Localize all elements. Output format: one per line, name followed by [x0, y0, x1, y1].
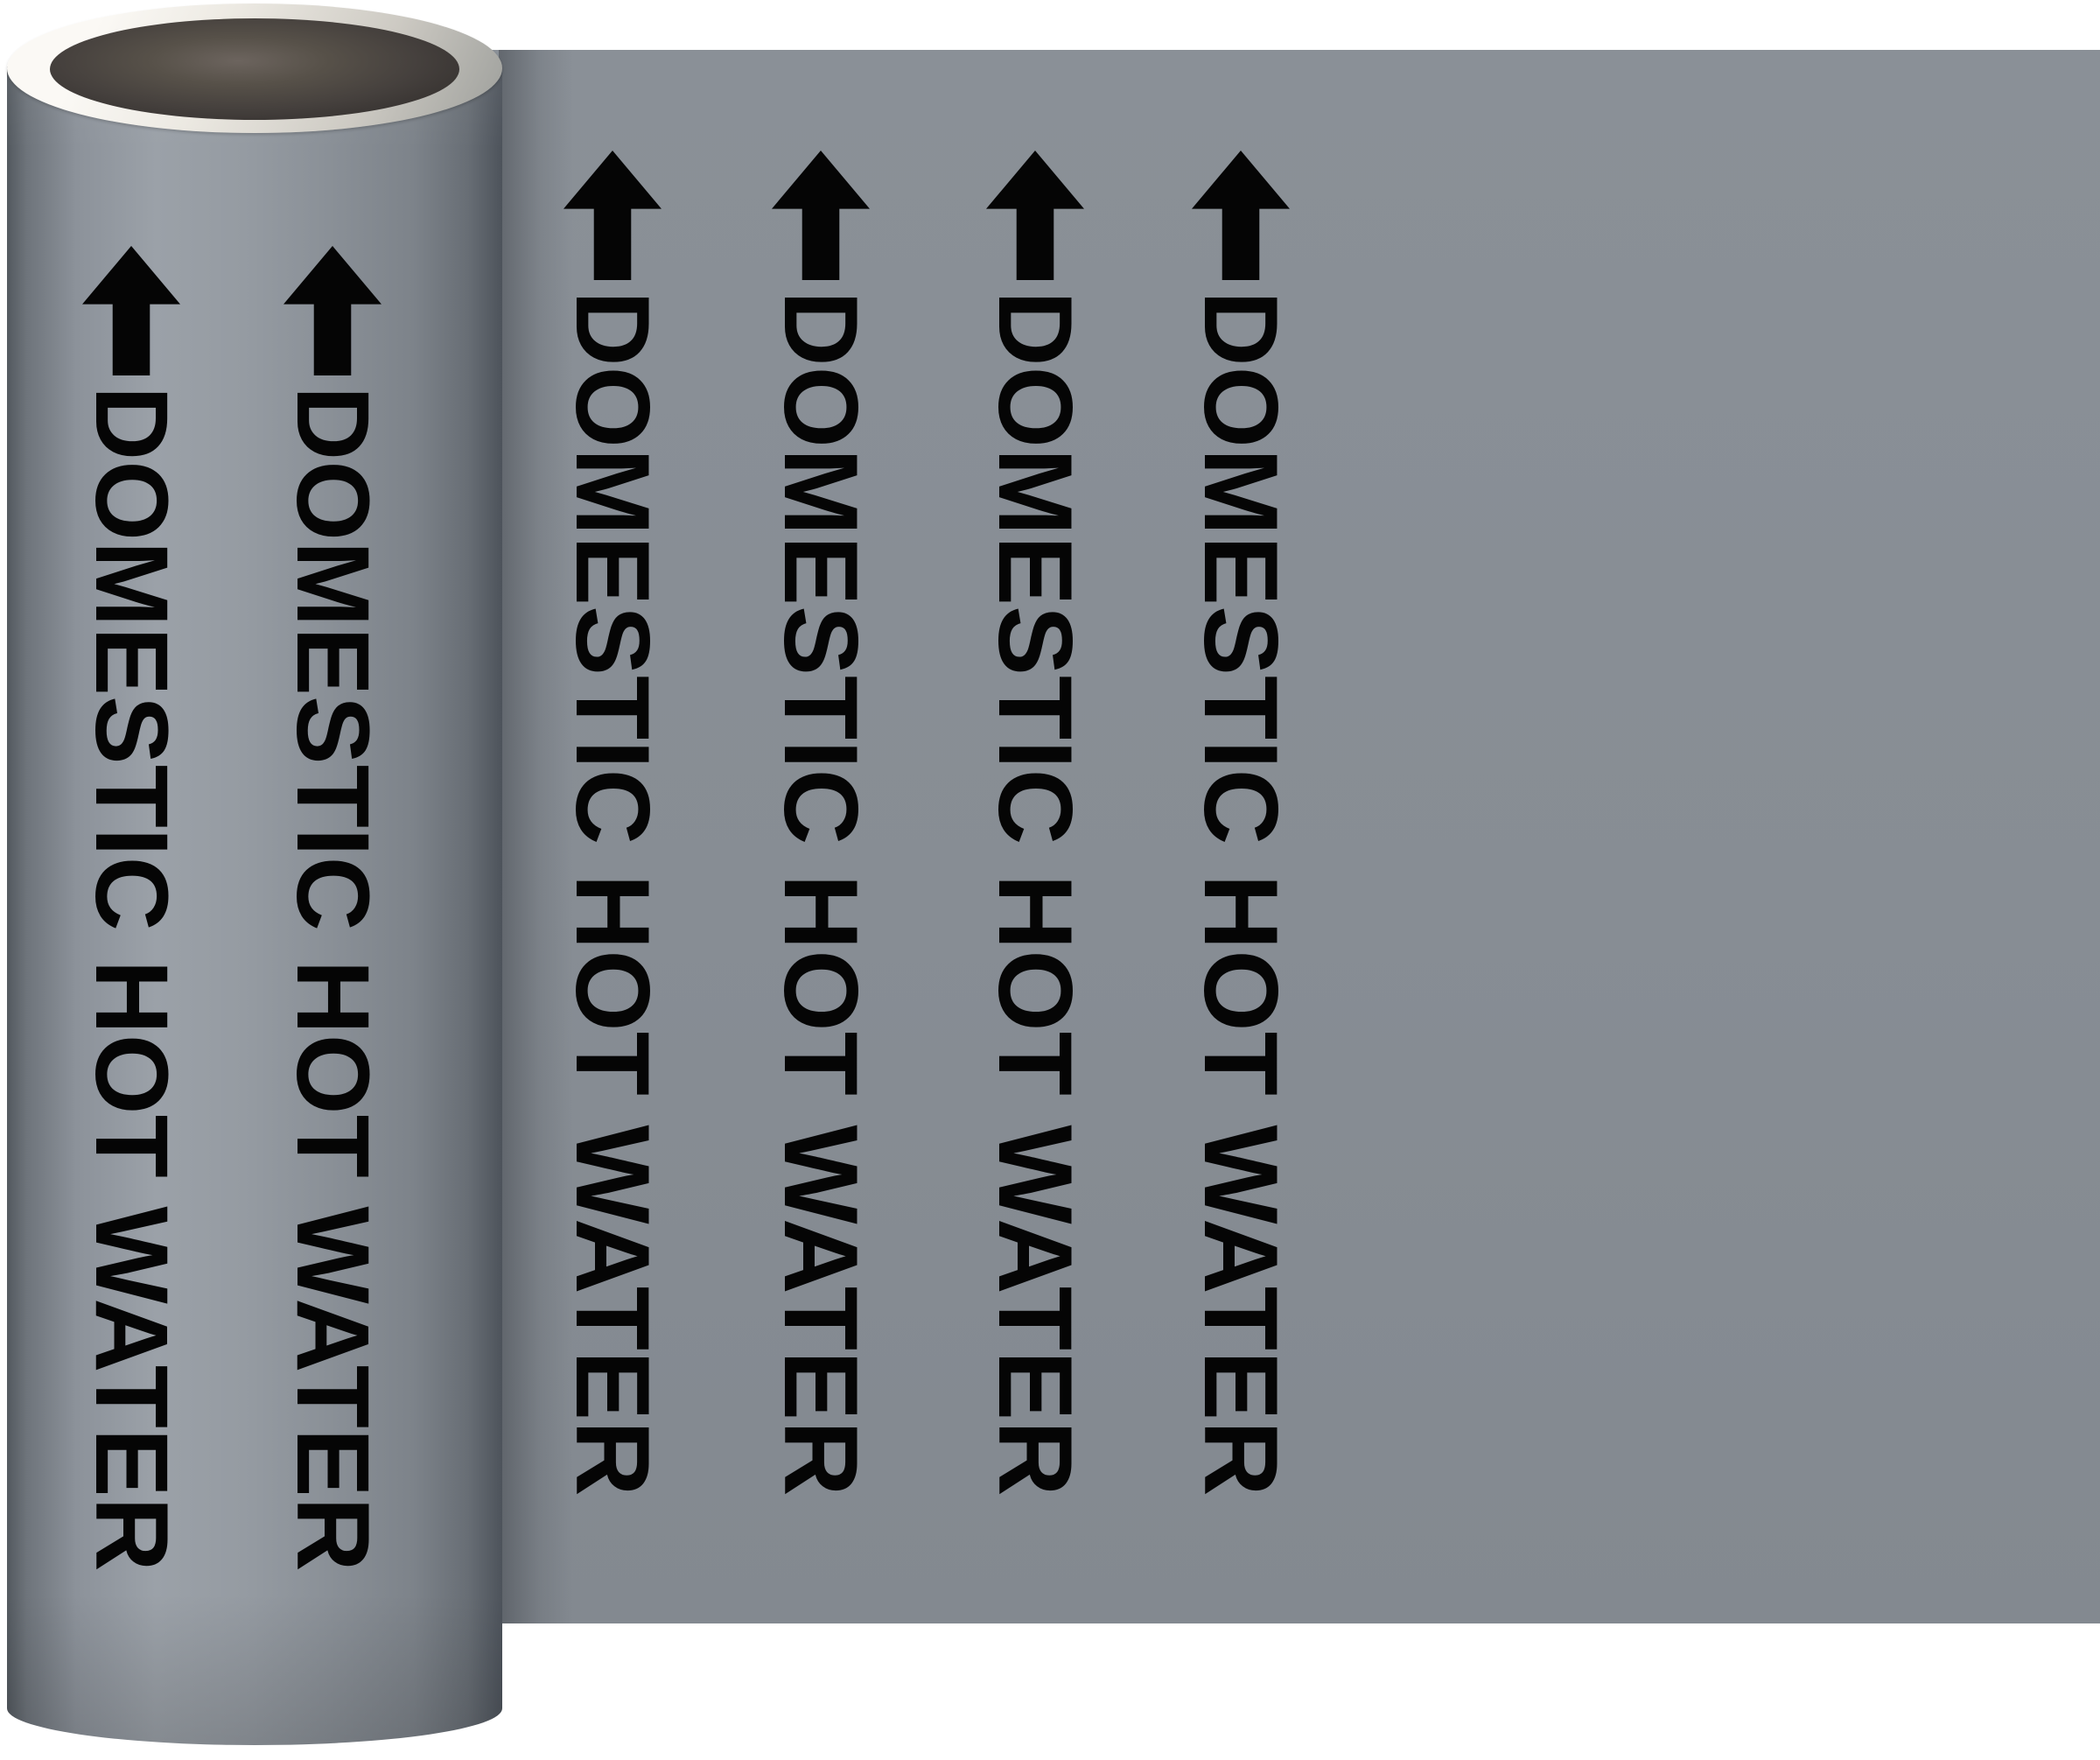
label-column: DOMESTIC HOT WATER — [976, 151, 1094, 1497]
tape-roll: DOMESTIC HOT WATER DOMESTIC HOT WATER — [7, 0, 502, 1750]
tape-roll-body: DOMESTIC HOT WATER DOMESTIC HOT WATER — [7, 67, 502, 1745]
pipe-label-text: DOMESTIC HOT WATER — [1182, 291, 1299, 1497]
tape-roll-top-edge — [7, 4, 502, 133]
pipe-label-text: DOMESTIC HOT WATER — [74, 386, 189, 1572]
label-column: DOMESTIC HOT WATER — [762, 151, 879, 1497]
flow-arrow-up-icon — [82, 246, 180, 375]
pipe-label-text: DOMESTIC HOT WATER — [275, 386, 390, 1572]
pipe-label-text: DOMESTIC HOT WATER — [976, 291, 1094, 1497]
tape-strip: DOMESTIC HOT WATER DOMESTIC HOT WATER DO… — [490, 50, 2100, 1623]
label-column: DOMESTIC HOT WATER — [554, 151, 671, 1497]
flow-arrow-up-icon — [772, 151, 870, 280]
pipe-label-text: DOMESTIC HOT WATER — [554, 291, 671, 1497]
flow-arrow-up-icon — [564, 151, 662, 280]
flow-arrow-up-icon — [1192, 151, 1290, 280]
label-column: DOMESTIC HOT WATER — [1182, 151, 1299, 1497]
tape-roll-core — [50, 18, 459, 120]
label-column: DOMESTIC HOT WATER — [74, 246, 189, 1572]
flow-arrow-up-icon — [284, 246, 382, 375]
pipe-label-text: DOMESTIC HOT WATER — [762, 291, 879, 1497]
flow-arrow-up-icon — [986, 151, 1084, 280]
label-column: DOMESTIC HOT WATER — [275, 246, 390, 1572]
